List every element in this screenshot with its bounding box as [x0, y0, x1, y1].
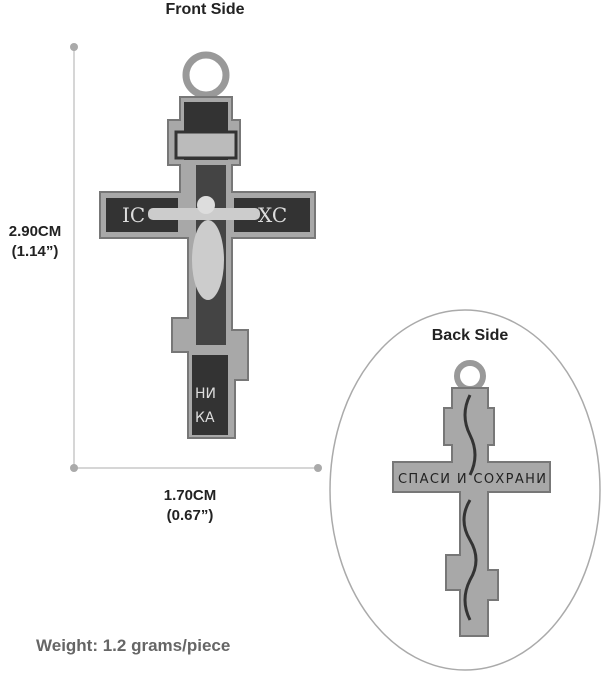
weight-label: Weight: 1.2 grams/piece	[36, 636, 231, 655]
height-label: 2.90CM (1.14”)	[0, 222, 70, 262]
front-cross-image: IC XC НИ КА	[99, 51, 316, 439]
svg-text:КА: КА	[195, 410, 215, 426]
svg-text:XC: XC	[258, 203, 287, 227]
width-label: 1.70CM (0.67”)	[140, 486, 240, 526]
width-inch: (0.67”)	[166, 507, 214, 524]
back-side-title: Back Side	[431, 327, 509, 344]
height-inch: (1.14”)	[11, 243, 59, 260]
svg-text:НИ: НИ	[195, 386, 216, 402]
back-cross-image: СПАСИ И СОХРАНИ	[392, 360, 551, 637]
width-cm: 1.70CM	[163, 487, 217, 504]
front-side-title: Front Side	[165, 1, 245, 18]
svg-text:СПАСИ И СОХРАНИ: СПАСИ И СОХРАНИ	[398, 472, 546, 487]
height-cm: 2.90CM	[8, 223, 62, 240]
dimension-lines	[73, 47, 318, 469]
svg-text:IC: IC	[122, 203, 145, 227]
